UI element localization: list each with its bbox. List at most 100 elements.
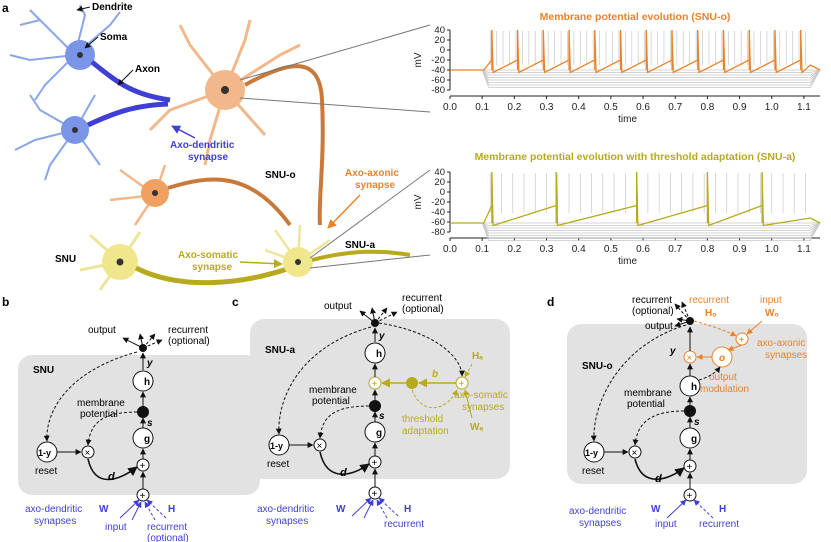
y-tick-label: -40 [431,207,445,218]
H-label: H [719,504,726,515]
x-tick-label: 1.0 [765,244,779,255]
plus-label: + [687,462,693,473]
x-tick-label: 0.7 [668,244,682,255]
plus-label: + [459,379,465,390]
output-mod-label: output [709,372,737,383]
x-tick-label: 0.0 [443,244,457,255]
g-label: g [691,434,697,445]
recurrent-o-label: recurrent [689,295,729,306]
plus-label: + [687,491,693,502]
recurrent-label: recurrent [402,293,442,304]
y-label: y [378,331,385,342]
membrane-label: membrane [77,398,125,409]
background-trace [450,69,821,78]
g-node [364,421,386,443]
panel-d: d SNU-o recurrent (optional) output × y … [547,295,807,530]
input-label: input [655,519,677,530]
plus-label: + [372,379,378,390]
o-label: o [719,353,725,364]
y-tick-label: 20 [434,35,445,46]
h-label: h [144,377,150,388]
title-snu-o: SNU-o [582,361,613,372]
membrane-node [369,400,381,412]
y-label: y [146,358,153,369]
membrane-trace [450,29,821,74]
threshold-label: threshold [402,414,443,425]
input-o-label: input [760,295,782,306]
mult-label: × [317,441,323,452]
x-tick-label: 0.3 [540,102,554,113]
axo-dendritic-label: axo-dendritic [25,504,82,515]
s-label: s [694,417,700,428]
synapses-label: synapses [765,350,807,361]
adaptation-label: adaptation [402,426,449,437]
recurrent-in-label: recurrent [699,519,739,530]
label-axo-somatic-1: Axo-somatic [178,250,238,261]
panel-c: c SNU-a output recurrent (optional) y h … [232,293,510,530]
membrane-label: membrane [309,385,357,396]
optional-label: (optional) [632,306,674,317]
recurrent-label: recurrent [168,325,208,336]
recurrent-in-label: recurrent [147,522,187,533]
label-axon: Axon [135,64,160,75]
d-label: d [340,467,347,479]
label-dendrite: Dendrite [92,2,133,13]
x-tick-label: 0.5 [604,244,618,255]
y-tick-label: -80 [431,85,445,96]
x-tick-label: 0.9 [733,244,747,255]
x-tick-label: 1.1 [797,244,811,255]
Ho-label: Hₒ [705,308,716,319]
s-label: s [147,418,153,429]
y-axis-label: mV [413,52,424,67]
plus-label: + [372,458,378,469]
label-axo-somatic-2: synapse [192,262,232,273]
y-label: y [669,346,676,357]
x-tick-label: 0.7 [668,102,682,113]
mult-label: × [632,448,638,459]
reset-box-label: 1-y [585,448,598,458]
x-tick-label: 0.8 [700,244,714,255]
axo-dendritic-label: axo-dendritic [257,504,314,515]
h-node [364,342,386,364]
x-tick-label: 1.1 [797,102,811,113]
potential-label: potential [627,399,665,410]
x-axis-label: time [618,256,637,267]
Wo-label: Wₒ [765,308,779,319]
x-tick-label: 0.9 [733,102,747,113]
recurrent-in-label: recurrent [384,519,424,530]
x-tick-label: 0.2 [507,102,521,113]
y-tick-label: -80 [431,227,445,238]
label-axo-dendritic-1: Axo-dendritic [170,140,235,151]
axo-dendritic-label: axo-dendritic [569,506,626,517]
y-tick-label: -60 [431,75,445,86]
synapses-label: synapses [266,516,308,527]
x-tick-label: 0.1 [475,102,489,113]
potential-label: potential [80,409,118,420]
label-axo-axonic-2: synapse [355,180,395,191]
g-label: g [376,428,382,439]
label-axo-axonic-1: Axo-axonic [345,168,399,179]
adaptation-state [406,377,418,389]
reset-box-label: 1-y [270,441,283,451]
membrane-label: membrane [624,388,672,399]
synapses-label: synapses [579,518,621,529]
y-axis-label: mV [413,194,424,209]
plus-label: + [372,489,378,500]
label-snu: SNU [55,254,76,265]
plus-label: + [140,491,146,502]
plus-label: + [739,335,745,346]
W-label: W [651,504,661,515]
x-tick-label: 0.6 [636,244,650,255]
y-tick-label: -20 [431,197,445,208]
g-node [679,427,701,449]
y-tick-label: 40 [434,167,445,178]
y-tick-label: -20 [431,55,445,66]
reset-box-label: 1-y [38,448,51,458]
b-label: b [432,369,438,380]
g-label: g [144,434,150,445]
membrane-node [137,406,149,418]
title-snu: SNU [33,365,54,376]
output-label: output [645,321,673,332]
x-tick-label: 0.0 [443,102,457,113]
